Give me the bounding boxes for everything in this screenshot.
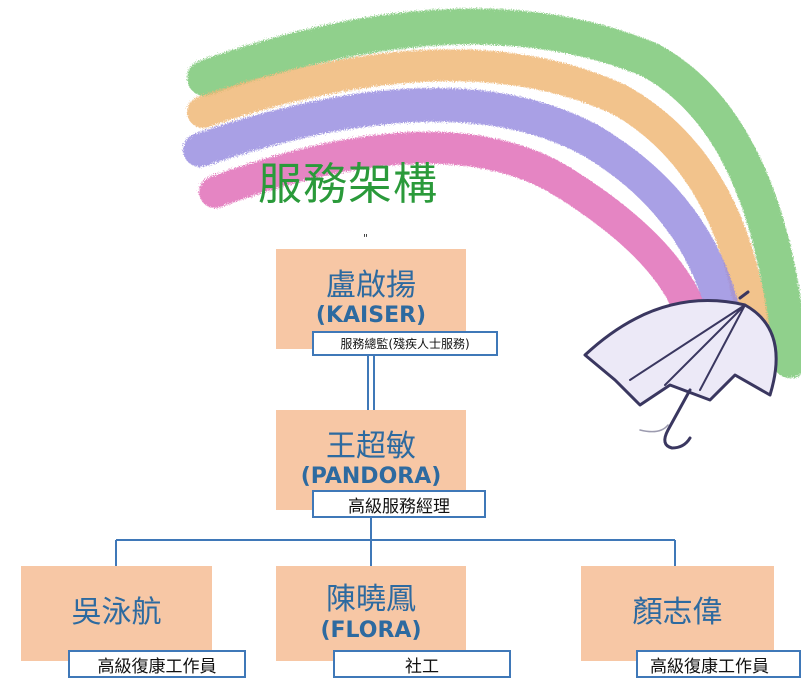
- director-name-cn: 盧啟揚: [326, 267, 416, 303]
- rainbow-band-orange: [187, 49, 771, 356]
- staff-box-1: 吳泳航: [21, 566, 212, 661]
- staff-box-2: 陳曉鳳 (FLORA): [276, 566, 466, 661]
- rainbow-band-purple: [183, 87, 742, 337]
- director-name-en: (KAISER): [315, 303, 427, 329]
- staff-3-name-cn: 顏志偉: [632, 595, 723, 631]
- staff-2-role-label: 社工: [333, 650, 511, 678]
- staff-2-name-en: (FLORA): [320, 617, 422, 643]
- manager-name-cn: 王超敏: [326, 428, 416, 464]
- staff-box-3: 顏志偉: [581, 566, 774, 661]
- manager-role-label: 高級服務經理: [312, 490, 486, 518]
- manager-name-en: (PANDORA): [300, 464, 442, 490]
- staff-1-role-label: 高級復康工作員: [68, 650, 246, 678]
- director-role-label: 服務總監(殘疾人士服務): [312, 331, 498, 356]
- rainbow-band-pink: [199, 131, 706, 326]
- small-mark: ": [363, 232, 369, 245]
- umbrella-icon: [583, 290, 778, 450]
- staff-3-role-label: 高級復康工作員: [636, 650, 801, 678]
- rainbow-band-green: [187, 8, 801, 378]
- staff-2-name-cn: 陳曉鳳: [326, 582, 416, 618]
- staff-1-name-cn: 吳泳航: [71, 595, 162, 631]
- page-title: 服務架構: [258, 159, 438, 210]
